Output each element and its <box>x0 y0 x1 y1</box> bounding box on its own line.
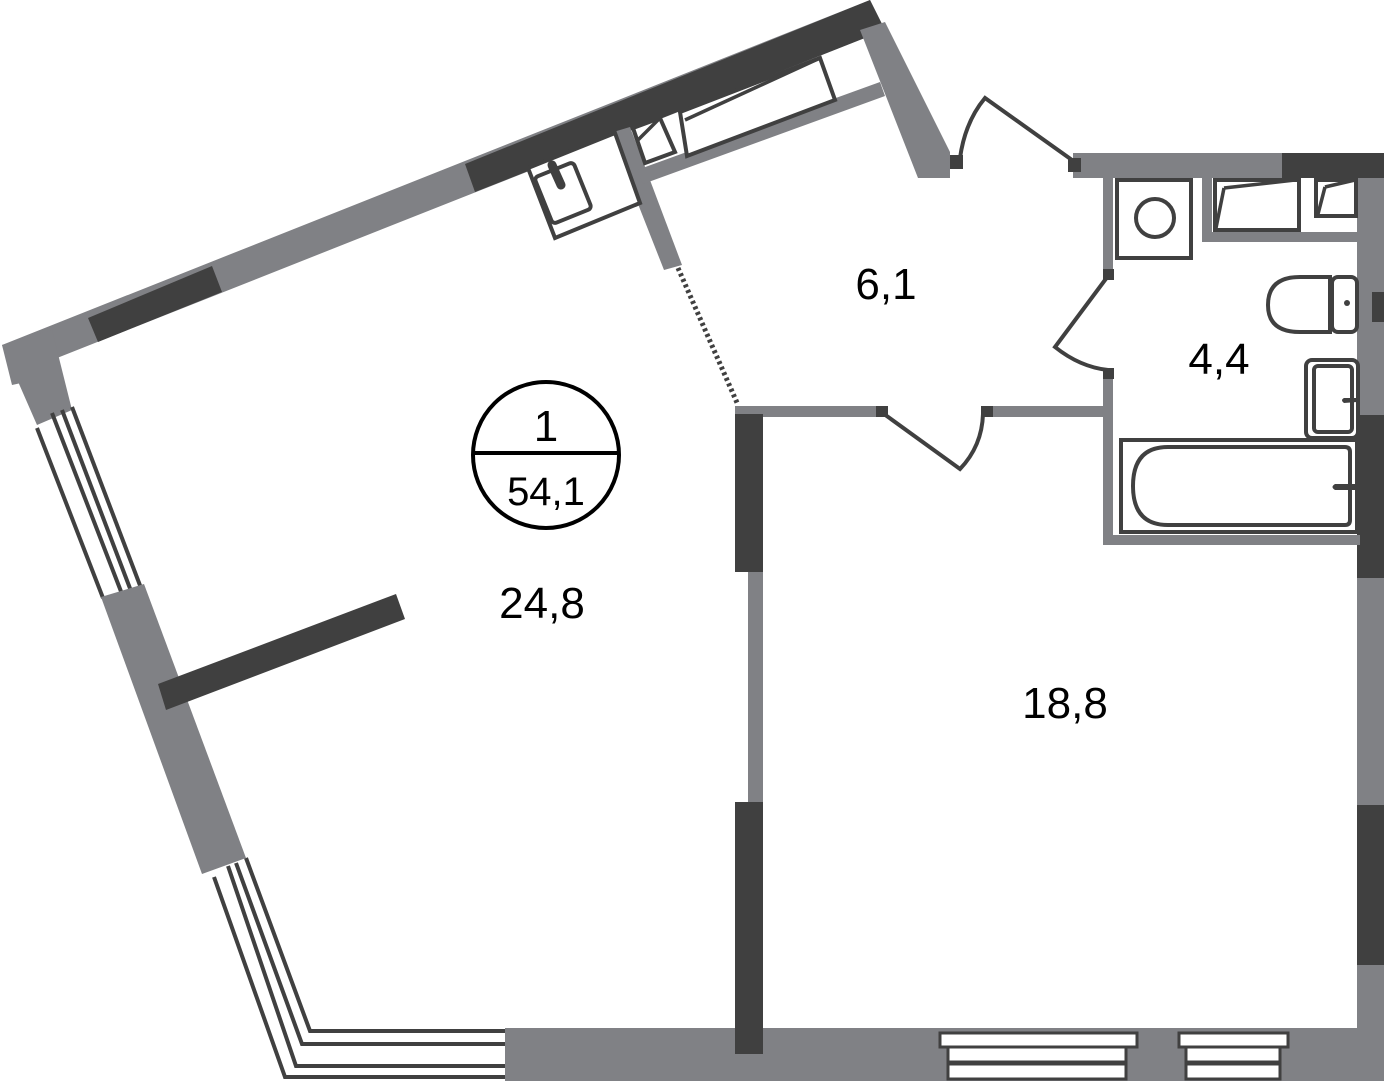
wardrobe-icon <box>677 55 838 159</box>
wardrobe-icon <box>630 115 678 166</box>
top-right-bearing <box>1282 153 1384 178</box>
apartment-badge: 1 54,1 <box>471 380 621 530</box>
kitchen-niche-wall <box>610 127 682 270</box>
top-wall-bearing-1 <box>88 266 222 342</box>
bathroom-left-wall-top <box>1103 170 1113 270</box>
interior-walls <box>158 82 1360 1054</box>
room-area-hallway: 6,1 <box>855 260 916 309</box>
window-icon <box>212 857 505 1079</box>
living-bedroom-wall-bearing-2 <box>735 802 763 1054</box>
left-mid-wall <box>101 584 246 874</box>
room-count: 1 <box>534 402 558 451</box>
entrance-side-wall <box>860 22 950 178</box>
top-wall-bearing-2 <box>465 0 885 192</box>
room-area-bedroom: 18,8 <box>1022 679 1108 728</box>
living-bedroom-wall-mid <box>748 572 763 802</box>
right-wall-stub <box>1372 292 1384 322</box>
bathroom-shelf-wall-v <box>1202 170 1212 242</box>
door-swing-icon <box>958 95 1074 162</box>
washbasin-icon <box>1304 358 1360 440</box>
wardrobe-icon <box>1213 178 1301 232</box>
hall-bedroom-wall-right <box>990 406 1108 417</box>
kitchen-sink-icon <box>525 130 643 241</box>
bathroom-door[interactable] <box>1052 269 1114 379</box>
right-wall-bearing-2 <box>1357 805 1384 965</box>
bathroom-bottom-wall <box>1103 535 1360 545</box>
hall-bedroom-wall-left <box>735 406 880 417</box>
bathtub-icon <box>1119 438 1359 534</box>
living-partition <box>158 594 405 710</box>
bedroom-door[interactable] <box>876 406 993 472</box>
entrance-door[interactable] <box>950 95 1081 172</box>
bathroom-shelf-wall-h <box>1202 232 1360 242</box>
window-icon <box>1177 1031 1290 1081</box>
room-area-bathroom: 4,4 <box>1188 335 1249 384</box>
sliding-partition <box>675 266 741 407</box>
total-area: 54,1 <box>507 470 585 514</box>
right-wall-bearing-1 <box>1357 415 1384 578</box>
bathroom-left-wall-bottom <box>1103 375 1113 545</box>
washing-machine-icon <box>1115 178 1193 260</box>
living-bedroom-wall-bearing-1 <box>735 414 763 572</box>
left-corner-wall <box>2 330 72 425</box>
window-icon <box>35 406 143 599</box>
room-area-living: 24,8 <box>499 579 585 628</box>
door-swing-icon <box>882 412 985 472</box>
toilet-icon <box>1265 275 1359 334</box>
wardrobe-icon <box>1314 178 1358 218</box>
window-icon <box>938 1031 1139 1081</box>
door-swing-icon <box>1052 274 1110 372</box>
wardrobe-shelf-wall <box>637 82 885 184</box>
